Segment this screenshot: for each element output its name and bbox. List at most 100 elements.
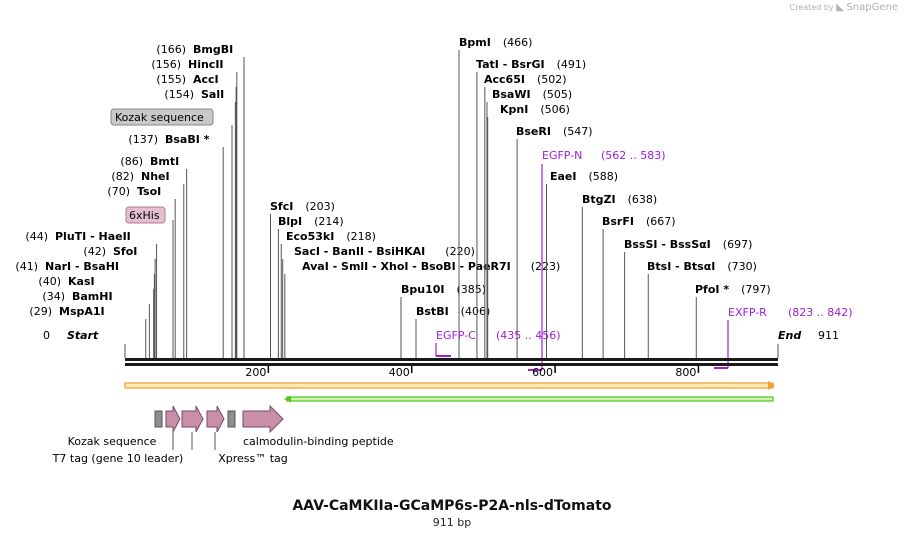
- site-label: Bpu10I: [401, 283, 445, 296]
- t7-tag-feature: [165, 405, 181, 433]
- site-position: (223): [531, 260, 561, 273]
- ruler-tick-label: 800: [675, 366, 696, 379]
- site-position: (667): [646, 215, 676, 228]
- end-label: End: [778, 329, 801, 342]
- start-position: 0: [43, 329, 50, 342]
- kozak-box: [110, 108, 214, 126]
- end-position: 911: [818, 329, 839, 342]
- site-position: (220): [445, 245, 475, 258]
- kozak-feature: [154, 410, 163, 428]
- snapgene-logo: ◣: [836, 2, 844, 13]
- site-position: (638): [628, 193, 658, 206]
- primer-egfp-n-range: (562 .. 583): [601, 149, 666, 162]
- orf-forward: [124, 382, 774, 389]
- orf-reverse: [286, 396, 774, 402]
- site-position: (137): [128, 133, 158, 146]
- site-position: (547): [563, 125, 593, 138]
- site-position: (730): [727, 260, 757, 273]
- credit-prefix: Created by: [789, 3, 834, 12]
- site-position: (588): [589, 170, 619, 183]
- site-label: HincII: [188, 58, 224, 71]
- site-label: SalI: [201, 88, 224, 101]
- site-position: (86): [120, 155, 143, 168]
- site-position: (44): [25, 230, 48, 243]
- ruler-tick-label: 600: [532, 366, 553, 379]
- site-position: (41): [15, 260, 38, 273]
- site-label: NarI - BsaHI: [45, 260, 119, 273]
- site-label: NheI: [141, 170, 170, 183]
- primer-egfp-n-label: EGFP-N: [542, 149, 582, 162]
- site-label: BseRI: [516, 125, 551, 138]
- feature-label-calmodulin-binding-peptide: calmodulin-binding peptide: [243, 435, 394, 448]
- backbone-bottom-strand: [125, 363, 778, 366]
- site-label: AvaI - SmlI - XhoI - BsoBI - PaeR7I: [302, 260, 511, 273]
- map-title: AAV-CaMKIIa-GCaMP6s-P2A-nls-dTomato: [292, 498, 612, 514]
- primer-egfp-c-range: (435 .. 456): [496, 329, 561, 342]
- site-label: BsaBI *: [165, 133, 210, 146]
- feature-label-t7-tag: T7 tag (gene 10 leader): [52, 452, 184, 465]
- site-position: (166): [156, 43, 186, 56]
- calmodulin-binding-peptide-feature: [242, 404, 284, 434]
- start-label: Start: [67, 329, 99, 342]
- site-position: (385): [457, 283, 487, 296]
- site-position: (154): [164, 88, 194, 101]
- site-label: Acc65I: [484, 73, 525, 86]
- site-position: (505): [543, 88, 573, 101]
- his-tag-box: [125, 206, 166, 224]
- site-label: BsaWI: [492, 88, 531, 101]
- xpress-tag-feature: [206, 405, 225, 433]
- site-position: (34): [42, 290, 65, 303]
- site-position: (29): [29, 305, 52, 318]
- site-position: (697): [723, 238, 753, 251]
- site-position: (203): [305, 200, 335, 213]
- site-label: SfcI: [270, 200, 293, 213]
- site-position: (42): [83, 245, 106, 258]
- site-label: BmtI: [150, 155, 179, 168]
- site-label: BpmI: [459, 36, 491, 49]
- site-label: KasI: [68, 275, 95, 288]
- site-position: (502): [537, 73, 567, 86]
- ruler-tick-label: 400: [389, 366, 410, 379]
- map-length: 911 bp: [432, 516, 472, 529]
- snapgene-credit: Created by ◣ SnapGene: [790, 2, 898, 13]
- site-label: PluTI - HaeII: [55, 230, 131, 243]
- site-position: (156): [151, 58, 181, 71]
- kozak-box-label: Kozak sequence: [115, 111, 204, 124]
- primer-exfp-r-range: (823 .. 842): [788, 306, 853, 319]
- orf-reverse-arrowhead: [284, 395, 291, 403]
- credit-brand: SnapGene: [846, 2, 898, 13]
- primer-egfp-c-label: EGFP-C: [436, 329, 476, 342]
- site-position: (506): [540, 103, 570, 116]
- backbone-top-strand: [125, 358, 778, 361]
- site-position: (406): [461, 305, 491, 318]
- site-label: MspA1I: [59, 305, 105, 318]
- site-position: (491): [557, 58, 587, 71]
- site-label: BlpI: [278, 215, 302, 228]
- site-position: (155): [156, 73, 186, 86]
- site-label: BsrFI: [602, 215, 634, 228]
- site-label: KpnI: [500, 103, 528, 116]
- site-label: BmgBI: [193, 43, 233, 56]
- gray-feature-box: [227, 410, 236, 428]
- site-label: BssSI - BssSαI: [624, 238, 711, 251]
- site-label: SfoI: [113, 245, 137, 258]
- site-label: TsoI: [137, 185, 161, 198]
- site-position: (214): [314, 215, 344, 228]
- site-position: (466): [503, 36, 533, 49]
- site-position: (70): [107, 185, 130, 198]
- his-tag-box-label: 6xHis: [129, 209, 160, 222]
- feature-label-xpress-tag: Xpress™ tag: [218, 452, 288, 465]
- site-position: (797): [741, 283, 771, 296]
- primer-exfp-r-label: EXFP-R: [728, 306, 767, 319]
- orf-forward-arrowhead: [768, 381, 775, 390]
- site-label: BtgZI: [582, 193, 616, 206]
- site-label: EaeI: [550, 170, 577, 183]
- site-label: BamHI: [72, 290, 113, 303]
- site-label: Eco53kI: [286, 230, 334, 243]
- site-label: BtsI - BtsαI: [647, 260, 715, 273]
- ruler-tick-label: 200: [245, 366, 266, 379]
- site-label: PfoI *: [695, 283, 729, 296]
- site-label: BstBI: [416, 305, 449, 318]
- site-position: (40): [38, 275, 61, 288]
